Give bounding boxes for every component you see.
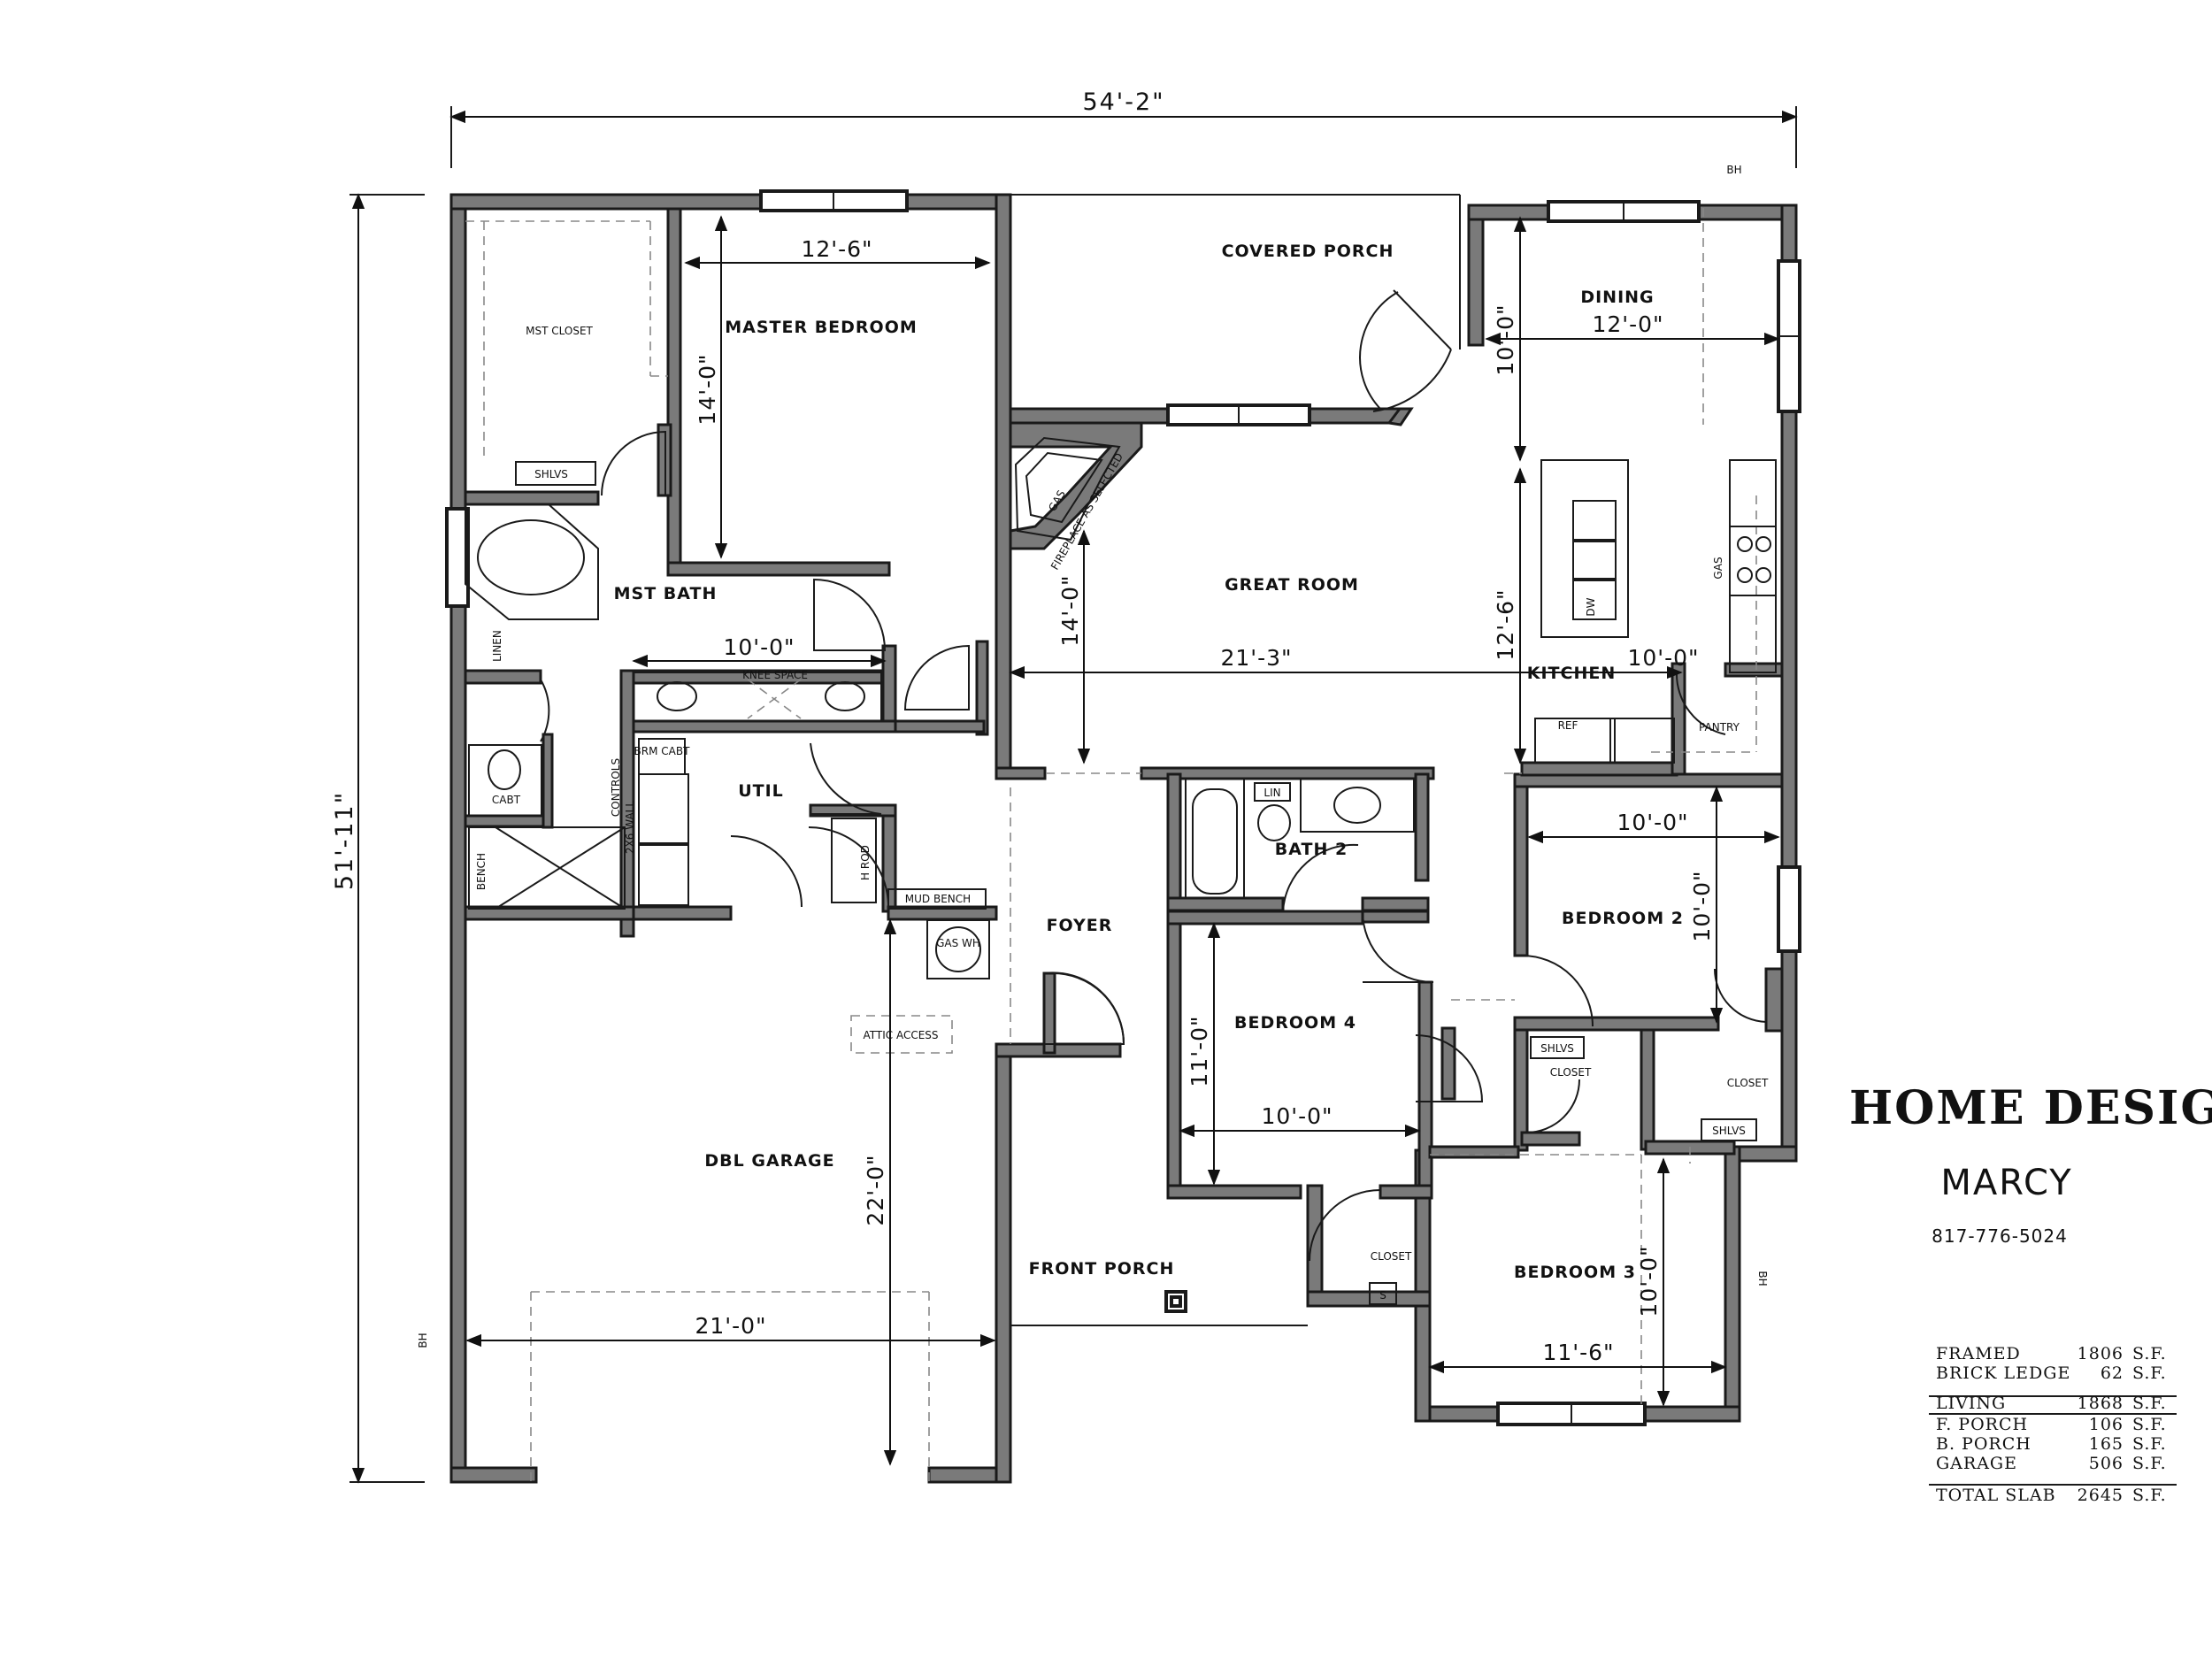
- bed2-depth-dim: 10'-0": [1689, 870, 1715, 941]
- area-unit: S.F.: [2132, 1434, 2167, 1454]
- garage-width-dim: 21'-0": [695, 1313, 766, 1339]
- area-label: BRICK LEDGE: [1936, 1363, 2070, 1383]
- knee-space-label: KNEE SPACE: [742, 669, 808, 681]
- great-depth-dim: 14'-0": [1057, 574, 1083, 646]
- area-unit: S.F.: [2132, 1344, 2167, 1363]
- safe-label: S: [1379, 1289, 1386, 1302]
- gas-wh-label: GAS WH: [936, 937, 980, 949]
- bedroom-3-label: BEDROOM 3: [1514, 1263, 1636, 1282]
- interior-walls: [464, 207, 1784, 1200]
- bed3-width-dim: 11'-6": [1542, 1340, 1614, 1365]
- bed2-width-dim: 10'-0": [1617, 810, 1688, 835]
- brm-cabt-label: BRM CABT: [634, 745, 691, 757]
- area-value: 62: [2101, 1363, 2124, 1383]
- kitchen-width-dim: 10'-0": [1627, 645, 1699, 671]
- bed2-shlvs-label: SHLVS: [1712, 1125, 1746, 1137]
- area-label: TOTAL SLAB: [1936, 1486, 2056, 1505]
- range-gas-label: GAS: [1712, 557, 1724, 579]
- foyer-label: FOYER: [1047, 916, 1113, 935]
- area-label: LIVING: [1936, 1394, 2006, 1413]
- dining-width-dim: 12'-0": [1592, 311, 1663, 337]
- area-unit: S.F.: [2132, 1415, 2167, 1434]
- door-swings: [540, 289, 1767, 1262]
- bath-2-label: BATH 2: [1275, 840, 1348, 859]
- brand-name: HOME DESIGNS: [1849, 1081, 2212, 1135]
- overall-depth-label: 51'-11": [331, 791, 358, 890]
- covered-porch-label: COVERED PORCH: [1222, 242, 1394, 261]
- area-value: 1806: [2078, 1344, 2124, 1363]
- attic-access-label: ATTIC ACCESS: [863, 1029, 938, 1041]
- dw-label: DW: [1585, 597, 1597, 616]
- hose-bib-right: BH: [1756, 1271, 1769, 1286]
- exterior-walls: [449, 193, 1798, 1484]
- h-rod-label: H ROD: [859, 845, 872, 880]
- area-unit: S.F.: [2132, 1454, 2167, 1473]
- bed4-closet-label: CLOSET: [1371, 1250, 1412, 1263]
- pantry-label: PANTRY: [1699, 721, 1740, 733]
- bed4-width-dim: 10'-0": [1261, 1103, 1333, 1129]
- great-width-dim: 21'-3": [1220, 645, 1292, 671]
- area-label: GARAGE: [1936, 1454, 2017, 1473]
- room-labels: COVERED PORCH MASTER BEDROOM MST CLOSET …: [417, 164, 1769, 1348]
- cabt-label: CABT: [492, 794, 521, 806]
- hose-bib-top: BH: [1726, 164, 1741, 176]
- area-value: 2645: [2078, 1486, 2124, 1505]
- area-label: FRAMED: [1936, 1344, 2021, 1363]
- dining-label: DINING: [1580, 288, 1654, 307]
- hose-bib-left: BH: [417, 1333, 429, 1348]
- area-value: 506: [2089, 1454, 2124, 1473]
- windows: [445, 189, 1801, 1426]
- bath-width-dim: 10'-0": [723, 634, 795, 660]
- bed3-depth-dim: 10'-0": [1636, 1245, 1662, 1317]
- master-depth-dim: 14'-0": [695, 353, 720, 425]
- area-value: 1868: [2078, 1394, 2124, 1413]
- mst-bath-label: MST BATH: [614, 584, 718, 603]
- title-block: HOME DESIGNS MARCY 817-776-5024: [1849, 1081, 2212, 1247]
- front-porch-label: FRONT PORCH: [1029, 1259, 1175, 1279]
- bedroom-4-label: BEDROOM 4: [1234, 1013, 1356, 1033]
- dashed-lines: [465, 208, 1757, 1482]
- ref-label: REF: [1558, 719, 1578, 732]
- lin-label: LIN: [1263, 787, 1280, 799]
- area-value: 165: [2089, 1434, 2124, 1454]
- bench-label: BENCH: [475, 853, 488, 890]
- bed2-closet-label: CLOSET: [1727, 1077, 1769, 1089]
- controls-label: CONTROLS: [610, 758, 622, 817]
- great-room-label: GREAT ROOM: [1225, 575, 1359, 595]
- area-label: F. PORCH: [1936, 1415, 2028, 1434]
- hall-closet-label: CLOSET: [1550, 1066, 1592, 1079]
- master-bedroom-label: MASTER BEDROOM: [725, 318, 918, 337]
- mst-closet-label: MST CLOSET: [526, 325, 593, 337]
- master-width-dim: 12'-6": [801, 236, 872, 262]
- dining-depth-dim: 10'-0": [1493, 303, 1518, 375]
- shlvs-label: SHLVS: [534, 468, 568, 480]
- phone-number: 817-776-5024: [1932, 1225, 2068, 1247]
- util-label: UTIL: [738, 781, 784, 801]
- overall-depth-dimension: 51'-11": [331, 193, 425, 1484]
- wall-2x6-label: 2X6 WALL: [624, 801, 636, 854]
- area-label: B. PORCH: [1936, 1434, 2032, 1454]
- area-value: 106: [2089, 1415, 2124, 1434]
- bed4-depth-dim: 11'-0": [1187, 1015, 1212, 1087]
- kitchen-depth-dim: 12'-6": [1493, 588, 1518, 660]
- hall-shlvs-label: SHLVS: [1540, 1042, 1574, 1055]
- room-dimensions: 12'-6" 14'-0" 10'-0" 21'-3" 14'-0" 12'-0…: [465, 215, 1780, 1466]
- fixtures: [465, 459, 1777, 1305]
- plan-name: MARCY: [1940, 1163, 2072, 1203]
- mud-bench-label: MUD BENCH: [905, 893, 971, 905]
- overall-width-dimension: 54'-2": [449, 88, 1798, 168]
- area-unit: S.F.: [2132, 1486, 2167, 1505]
- area-unit: S.F.: [2132, 1394, 2167, 1413]
- area-unit: S.F.: [2132, 1363, 2167, 1383]
- overall-width-label: 54'-2": [1082, 88, 1164, 116]
- dbl-garage-label: DBL GARAGE: [704, 1151, 834, 1171]
- garage-depth-dim: 22'-0": [863, 1154, 888, 1225]
- linen-label: LINEN: [491, 630, 503, 662]
- bedroom-2-label: BEDROOM 2: [1562, 909, 1684, 928]
